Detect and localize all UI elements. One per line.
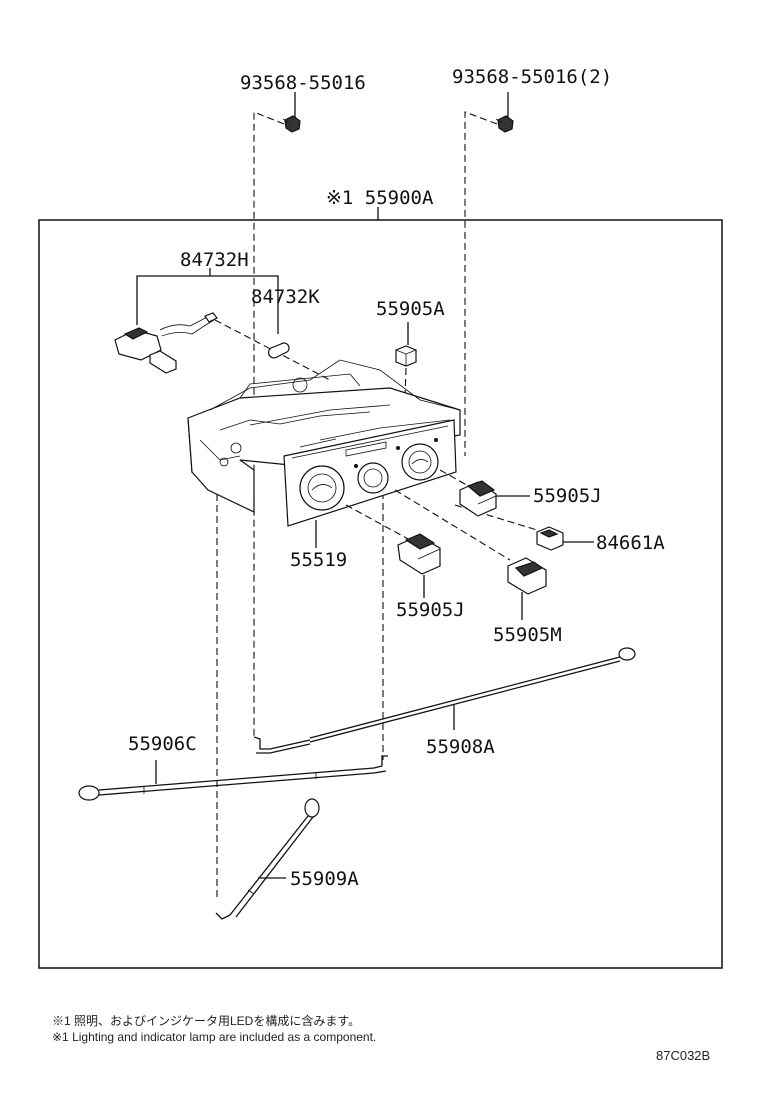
note-japanese: ※1 照明、およびインジケータ用LEDを構成に含みます。: [52, 1013, 360, 1028]
screw-right[interactable]: [495, 92, 514, 133]
control-head-body: [187, 359, 461, 513]
callout-bulb: 84732K: [251, 286, 320, 308]
callout-knob-mode: 55905M: [493, 624, 562, 646]
note-english: ※1 Lighting and indicator lamp are inclu…: [52, 1030, 376, 1044]
callout-knob-right: 55905J: [533, 485, 602, 507]
knob-55905j-right[interactable]: [459, 480, 530, 517]
callout-panel: 55519: [290, 549, 347, 571]
panel-55519[interactable]: [283, 419, 457, 527]
drawing-code: 87C032B: [656, 1048, 710, 1063]
knob-55905m[interactable]: [507, 557, 547, 620]
callout-cable-left: 55906C: [128, 733, 197, 755]
callout-lamp-connector: 84661A: [596, 532, 665, 554]
screw-left[interactable]: [282, 92, 301, 133]
callout-assembly: ※1 55900A: [326, 187, 434, 209]
cable-55906c[interactable]: [78, 755, 388, 801]
knob-55905j-left[interactable]: [397, 533, 441, 598]
callout-cable-short: 55909A: [290, 868, 359, 890]
callout-screw-left: 93568-55016: [240, 72, 366, 94]
assembly-frame: [38, 219, 723, 969]
callout-knob-small: 55905A: [376, 298, 445, 320]
cable-55909a[interactable]: [215, 798, 320, 920]
socket-wire-84732h[interactable]: [114, 268, 279, 374]
callout-socket-wire: 84732H: [180, 249, 249, 271]
lamp-connector-84661a[interactable]: [536, 526, 594, 551]
knob-55905a[interactable]: [395, 322, 417, 367]
cable-55908a[interactable]: [253, 647, 636, 754]
callout-cable-long: 55908A: [426, 736, 495, 758]
bulb-84732k[interactable]: [268, 342, 290, 359]
callout-knob-left: 55905J: [396, 599, 465, 621]
callout-screw-right: 93568-55016(2): [452, 66, 612, 88]
